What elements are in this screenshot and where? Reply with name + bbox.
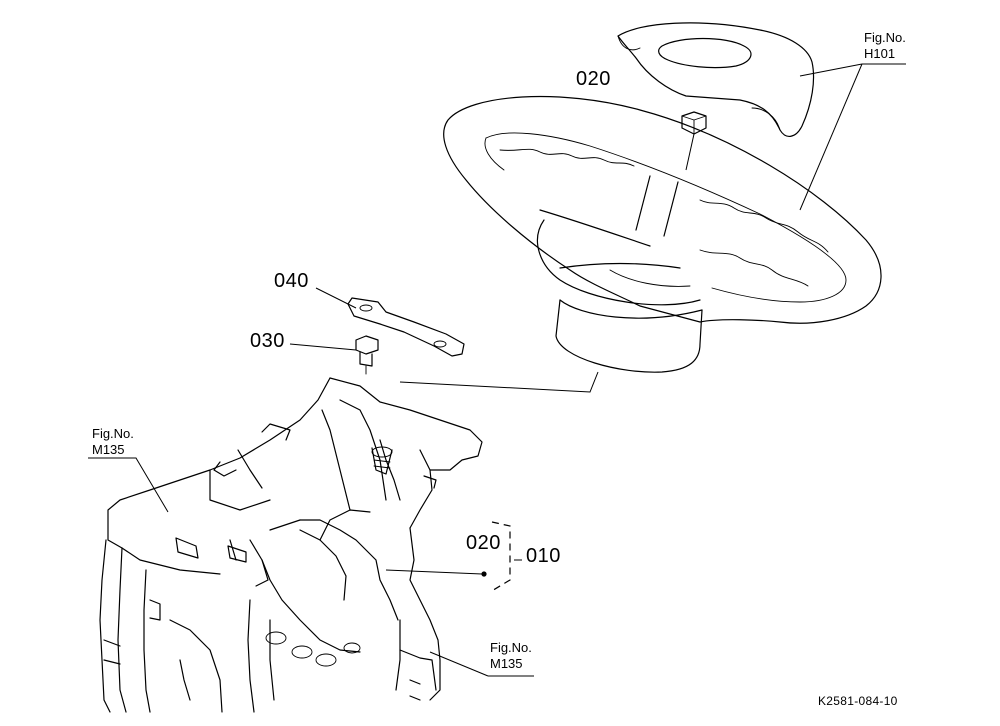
fig-ref-label: Fig.No. [864, 30, 906, 45]
fig-ref-m135-left: Fig.No. M135 [92, 426, 134, 458]
steering-column-frame [99, 377, 483, 713]
fig-ref-label: Fig.No. [92, 426, 134, 441]
callout-040-plate: 040 [274, 270, 309, 292]
callout-020-group: 020 [466, 532, 501, 554]
fig-ref-label: Fig.No. [490, 640, 532, 655]
callout-020-nut: 020 [576, 68, 611, 90]
callout-010-assembly: 010 [526, 545, 561, 567]
plate-040 [347, 297, 465, 357]
steering-wheel [443, 95, 882, 373]
drawing-code: K2581-084-10 [818, 694, 898, 708]
bolt-030 [355, 335, 379, 375]
nut-020 [681, 111, 707, 171]
callout-030-bolt: 030 [250, 330, 285, 352]
fig-ref-m135-right: Fig.No. M135 [490, 640, 532, 672]
fig-ref-number: H101 [864, 46, 896, 61]
steering-wheel-cap [617, 22, 815, 137]
fig-ref-number: M135 [92, 442, 125, 457]
fig-ref-number: M135 [490, 656, 523, 671]
fig-ref-h101: Fig.No. H101 [864, 30, 906, 62]
